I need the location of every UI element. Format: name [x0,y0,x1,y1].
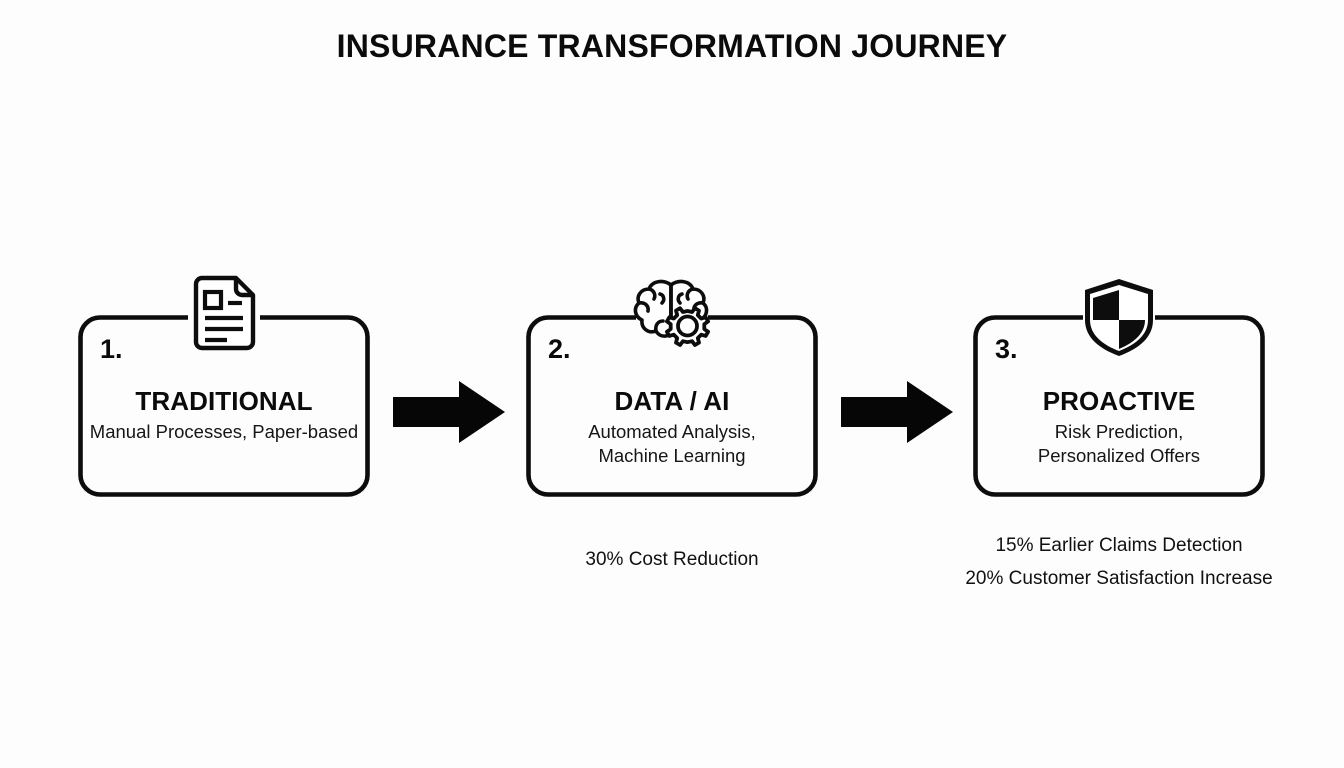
stage-card-data-ai[interactable]: 2. DATA / AI Automated Analysis, Machine… [526,279,818,497]
stage-number: 1. [100,334,123,364]
arrow-stage2-to-stage3 [841,381,953,443]
stage-subtitle: Risk Prediction, Personalized Offers [977,420,1261,467]
stat-item: 30% Cost Reduction [585,549,759,570]
stage-subtitle-line-1: Manual Processes, Paper-based [89,421,359,443]
stage-subtitle-line-1: Risk Prediction, [1054,421,1184,443]
shield-icon [1077,274,1161,358]
document-icon [182,274,266,358]
stage-label: PROACTIVE [1042,386,1196,416]
stage-subtitle-line-2: Machine Learning [598,444,746,466]
stage-subtitle: Manual Processes, Paper-based [82,420,366,444]
stat-item: 15% Earlier Claims Detection [995,535,1243,556]
stage-card-traditional[interactable]: 1. TRADITIONAL Manual Processes, Paper-b… [78,275,370,497]
stats-stage3: 15% Earlier Claims Detection 20% Custome… [950,530,1288,595]
stage-subtitle: Automated Analysis, Machine Learning [530,420,814,467]
stage-text-group: TRADITIONAL Manual Processes, Paper-base… [82,386,366,444]
stage-label: TRADITIONAL [135,386,313,416]
page-title: INSURANCE TRANSFORMATION JOURNEY [336,28,1008,64]
stage-subtitle-line-2: Personalized Offers [1037,444,1201,466]
stage-text-group: PROACTIVE Risk Prediction, Personalized … [977,386,1261,467]
stage-number: 3. [995,334,1018,364]
stage-card-proactive[interactable]: 3. PROACTIVE Risk Prediction, Personaliz… [973,279,1265,497]
arrow-stage1-to-stage2 [393,381,505,443]
stage-number: 2. [548,334,571,364]
stage-text-group: DATA / AI Automated Analysis, Machine Le… [530,386,814,467]
brain-gear-icon [630,274,714,358]
stage-subtitle-line-1: Automated Analysis, [588,421,756,443]
stat-item: 20% Customer Satisfaction Increase [965,567,1273,589]
stats-stage2: 30% Cost Reduction [526,544,818,577]
stage-label: DATA / AI [614,386,730,416]
